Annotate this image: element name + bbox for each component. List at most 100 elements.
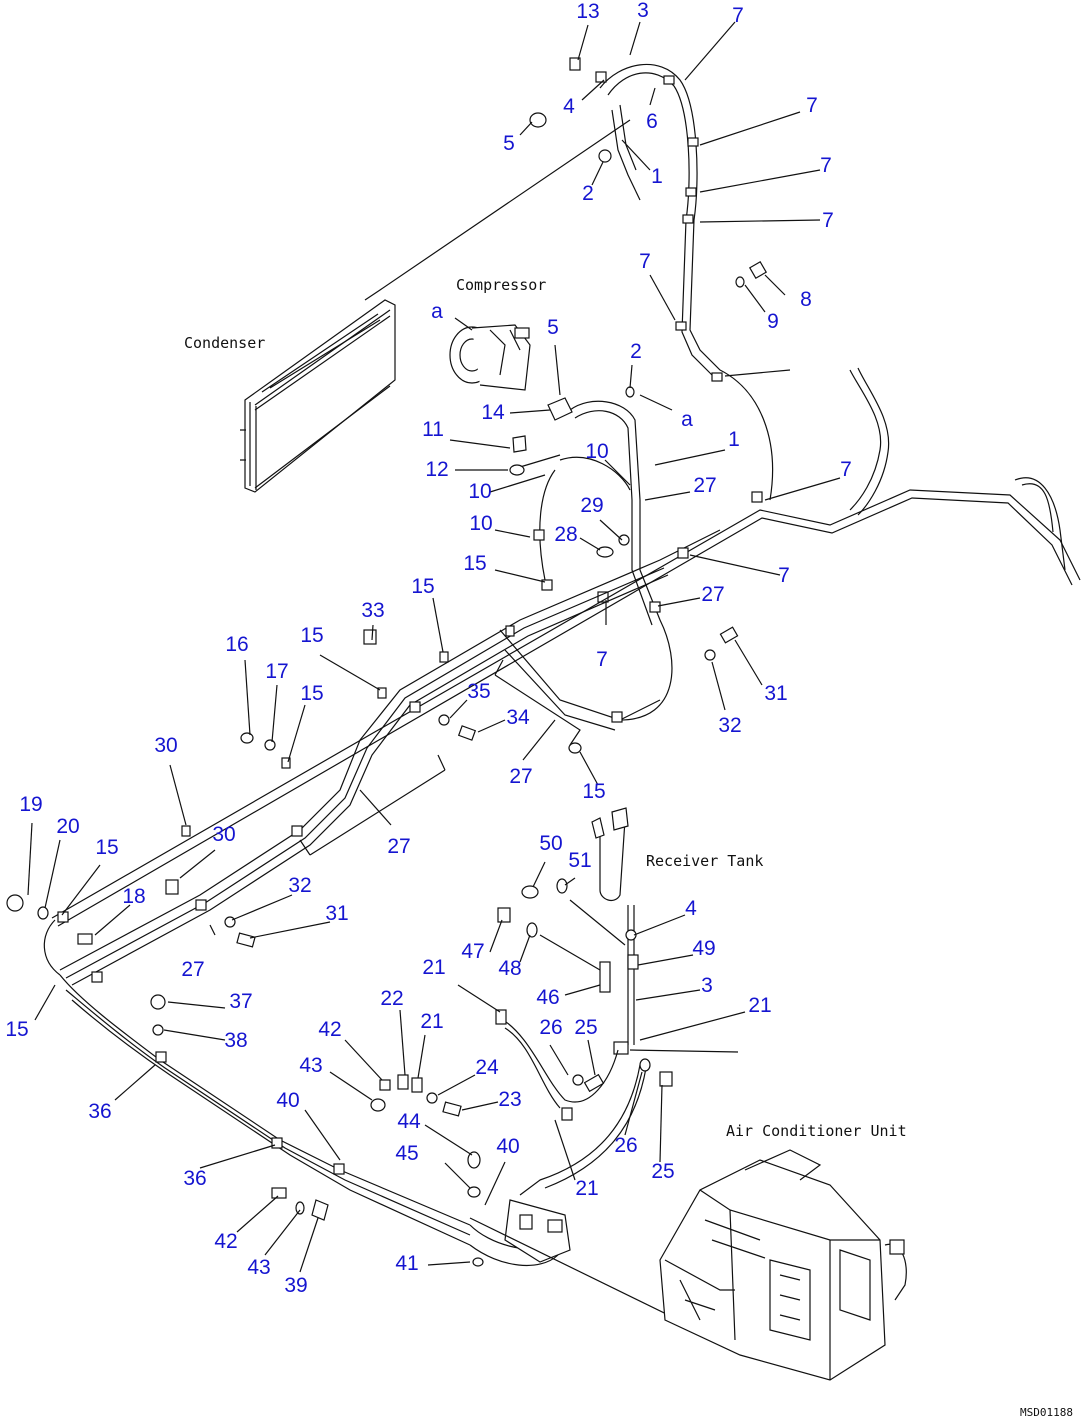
callout-21: 21 [575,1177,598,1200]
receiver-tank [497,807,639,1055]
callout-37: 37 [229,990,252,1013]
callout-31: 31 [325,902,348,925]
callout-3: 3 [637,0,649,22]
callout-43: 43 [247,1256,270,1279]
callout-4: 4 [563,95,575,118]
callout-27: 27 [387,835,410,858]
air-conditioner-unit-label: Air Conditioner Unit [726,1122,907,1140]
callout-21: 21 [422,956,445,979]
callout-30: 30 [212,823,235,846]
main-hose-bundle [6,367,1081,1246]
callout-36: 36 [88,1100,111,1123]
callout-11: 11 [422,418,444,441]
callout-26: 26 [539,1016,562,1039]
callout-38: 38 [224,1029,247,1052]
receiver-tank-label: Receiver Tank [646,852,763,870]
callout-48: 48 [498,957,521,980]
callout-2: 2 [630,340,642,363]
callout-26: 26 [614,1134,637,1157]
callout-17: 17 [265,660,288,683]
callout-7: 7 [639,250,651,273]
callout-21: 21 [420,1010,443,1033]
callout-20: 20 [56,815,79,838]
callout-28: 28 [554,523,577,546]
callout-a: a [681,408,693,431]
condenser-label: Condenser [184,334,265,352]
callout-27: 27 [701,583,724,606]
callout-32: 32 [718,714,741,737]
compressor [449,317,531,391]
callout-40: 40 [496,1135,519,1158]
callout-15: 15 [95,836,118,859]
callout-51: 51 [568,849,591,872]
callout-15: 15 [5,1018,28,1041]
callout-3: 3 [701,974,713,997]
callout-25: 25 [651,1160,674,1183]
compressor-label: Compressor [456,276,546,294]
callout-42: 42 [214,1230,237,1253]
callout-41: 41 [395,1252,418,1275]
callout-1: 1 [728,428,740,451]
callout-47: 47 [461,940,484,963]
callout-21: 21 [748,994,771,1017]
callout-45: 45 [395,1142,418,1165]
callout-1: 1 [651,165,663,188]
callout-36: 36 [183,1167,206,1190]
callout-7: 7 [822,209,834,232]
callout-19: 19 [19,793,42,816]
callout-25: 25 [574,1016,597,1039]
callout-31: 31 [764,682,787,705]
callout-29: 29 [580,494,603,517]
callout-7: 7 [806,94,818,117]
callout-14: 14 [481,401,505,424]
callout-32: 32 [288,874,311,897]
callout-10: 10 [585,440,608,463]
callout-10: 10 [469,512,492,535]
callout-7: 7 [840,458,852,481]
upper-hose-loop [529,57,774,501]
callout-22: 22 [380,987,403,1010]
callout-23: 23 [498,1088,521,1111]
callout-40: 40 [276,1089,299,1112]
callout-18: 18 [122,885,145,908]
callout-43: 43 [299,1054,322,1077]
callout-39: 39 [284,1274,307,1297]
callout-50: 50 [539,832,562,855]
callout-7: 7 [596,648,608,671]
callout-44: 44 [397,1110,421,1133]
air-conditioner-unit [659,1149,907,1381]
drawing-code: MSD01188 [1020,1406,1073,1419]
callout-a: a [431,300,443,323]
callout-42: 42 [318,1018,341,1041]
callout-27: 27 [181,958,204,981]
callout-15: 15 [411,575,434,598]
callout-7: 7 [732,4,744,27]
callout-7: 7 [778,564,790,587]
condenser [240,119,631,493]
callout-49: 49 [692,937,715,960]
leader-lines [27,21,841,1273]
callout-16: 16 [225,633,248,656]
callout-12: 12 [425,458,448,481]
callout-8: 8 [800,288,812,311]
callout-15: 15 [300,682,323,705]
callout-5: 5 [547,316,559,339]
callout-33: 33 [361,599,384,622]
callout-10: 10 [468,480,491,503]
callout-6: 6 [646,110,658,133]
callout-15: 15 [300,624,323,647]
callout-13: 13 [576,0,599,23]
callout-27: 27 [693,474,716,497]
callout-46: 46 [536,986,559,1009]
callout-34: 34 [506,706,530,729]
callout-15: 15 [463,552,486,575]
callout-35: 35 [467,680,490,703]
callout-2: 2 [582,182,594,205]
callout-30: 30 [154,734,177,757]
callout-9: 9 [767,310,779,333]
callout-4: 4 [685,897,697,920]
callout-27: 27 [509,765,532,788]
